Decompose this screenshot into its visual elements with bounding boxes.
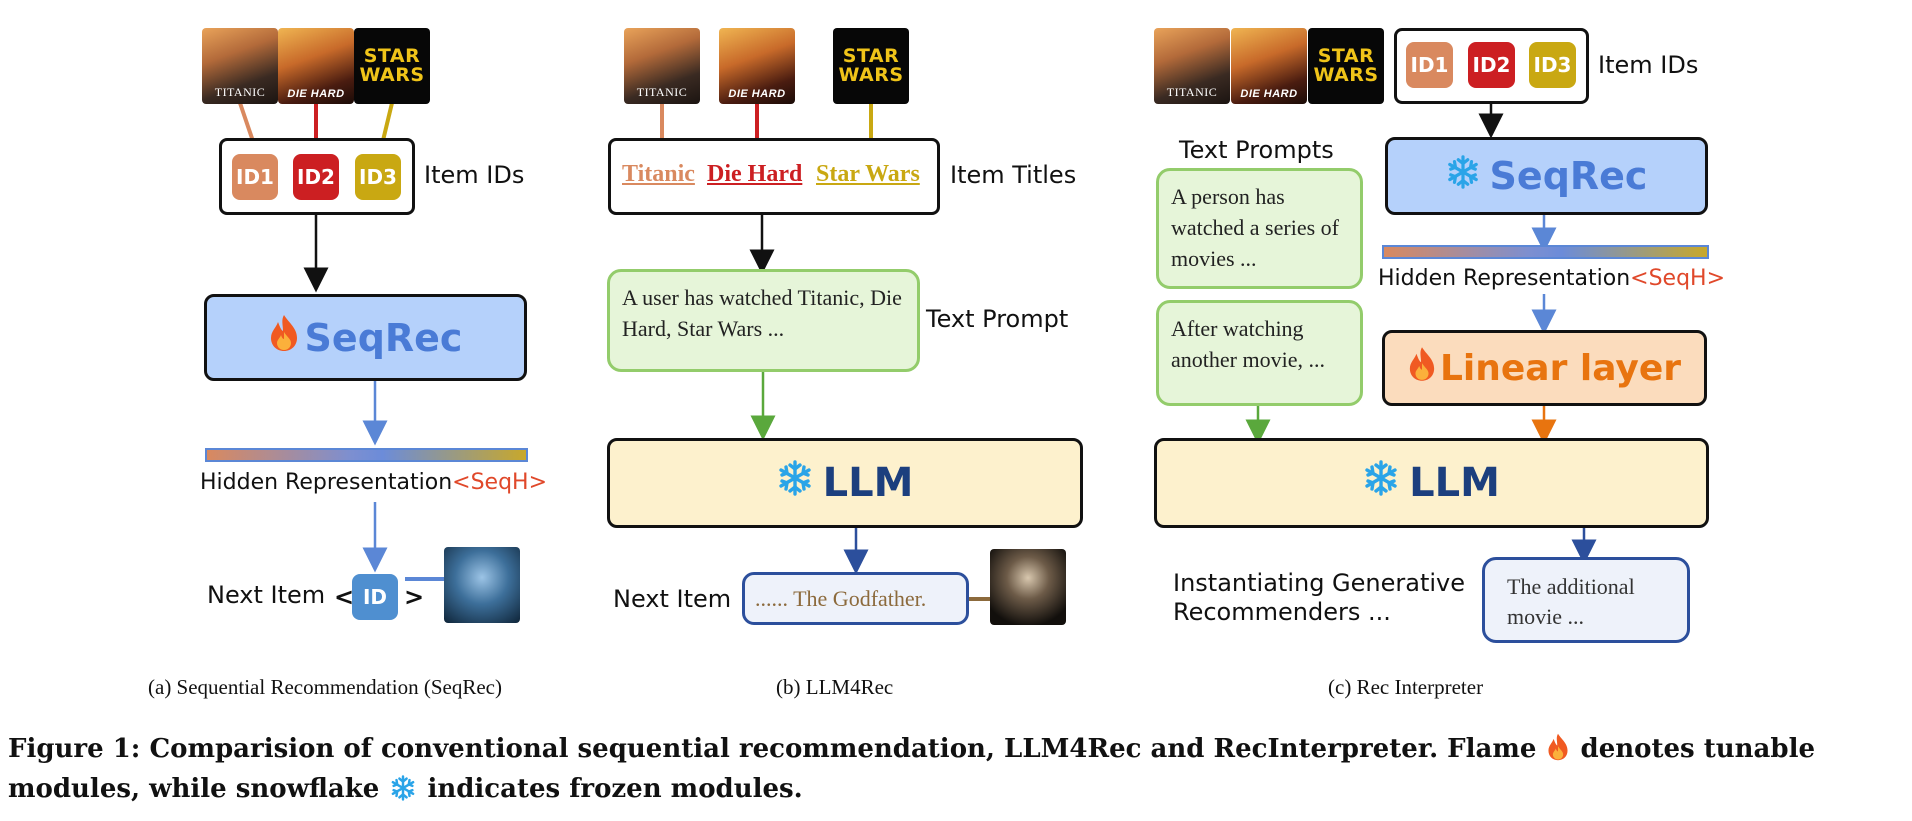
hidden-representation-label: Hidden Representation<SeqH> <box>1378 266 1725 291</box>
star-wars-poster-label: STAR WARS <box>838 45 904 86</box>
snowflake-icon <box>777 460 813 506</box>
lt-bracket: < <box>334 583 355 611</box>
seqrec-module: SeqRec <box>1385 137 1708 215</box>
die-hard-poster: DIE HARD <box>1231 28 1307 104</box>
snowflake-icon <box>390 775 416 808</box>
llm-label: LLM <box>822 460 914 506</box>
seqh-tag: <SeqH> <box>1630 266 1726 291</box>
star-wars-poster-label: STAR WARS <box>359 45 425 86</box>
id3-chip: ID3 <box>355 154 401 200</box>
next-movie-poster <box>444 547 520 623</box>
titanic-poster-label: TITANIC <box>636 85 688 99</box>
next-item-value: ...... The Godfather. <box>755 585 927 611</box>
next-id-label: ID <box>362 585 388 609</box>
titanic-poster: TITANIC <box>1154 28 1230 104</box>
hidden-representation-label: Hidden Representation<SeqH> <box>200 470 547 495</box>
seqrec-label: SeqRec <box>1489 154 1648 198</box>
id1-chip: ID1 <box>1406 42 1453 88</box>
llm-module: LLM <box>607 438 1083 528</box>
output-box: The additional movie ... <box>1482 557 1690 643</box>
seqh-tag: <SeqH> <box>452 470 548 495</box>
titanic-poster-label: TITANIC <box>214 85 266 99</box>
title-star-wars: Star Wars <box>816 161 920 187</box>
text-prompt-label: Text Prompt <box>926 305 1069 333</box>
figure-caption-text-1a: Figure 1: Comparision of conventional se… <box>8 734 1537 764</box>
figure-caption-line-2: modules, while snowflake indicates froze… <box>8 774 803 808</box>
id2-chip: ID2 <box>293 154 339 200</box>
text-prompt-box: A user has watched Titanic, Die Hard, St… <box>607 269 920 372</box>
hidden-representation-bar <box>1382 245 1709 259</box>
hidden-representation-bar <box>205 448 528 462</box>
next-item-label: Next Item <box>207 581 326 609</box>
text-prompt-2: After watching another movie, ... <box>1156 300 1363 406</box>
item-titles-box <box>608 138 940 215</box>
caption-a: (a) Sequential Recommendation (SeqRec) <box>148 675 502 699</box>
snowflake-icon <box>1363 460 1399 506</box>
seqrec-module: SeqRec <box>204 294 527 381</box>
die-hard-poster-label: DIE HARD <box>728 88 786 100</box>
titanic-poster: TITANIC <box>624 28 700 104</box>
id1-label: ID1 <box>1410 53 1449 77</box>
star-wars-poster: STAR WARS <box>354 28 430 104</box>
text-prompts-label: Text Prompts <box>1179 136 1334 164</box>
die-hard-poster: DIE HARD <box>719 28 795 104</box>
item-titles-label: Item Titles <box>950 161 1077 189</box>
die-hard-poster: DIE HARD <box>278 28 354 104</box>
linear-layer-module: Linear layer <box>1382 330 1707 406</box>
item-ids-label: Item IDs <box>1598 51 1699 79</box>
godfather-poster <box>990 549 1066 625</box>
figure-caption-text-2a: modules, while snowflake <box>8 774 380 804</box>
id1-chip: ID1 <box>232 154 278 200</box>
seqrec-label: SeqRec <box>304 315 463 360</box>
snowflake-icon <box>1446 154 1480 198</box>
linear-layer-label: Linear layer <box>1439 347 1682 389</box>
id3-label: ID3 <box>359 165 397 189</box>
star-wars-poster: STAR WARS <box>833 28 909 104</box>
id3-label: ID3 <box>1533 53 1572 77</box>
id2-label: ID2 <box>297 165 335 189</box>
id3-chip: ID3 <box>1529 42 1576 88</box>
titanic-poster-label: TITANIC <box>1166 85 1218 99</box>
die-hard-poster-label: DIE HARD <box>287 88 345 100</box>
llm-label: LLM <box>1409 460 1500 506</box>
titanic-poster: TITANIC <box>202 28 278 104</box>
title-titanic: Titanic <box>622 161 695 187</box>
caption-b: (b) LLM4Rec <box>776 675 894 699</box>
star-wars-poster-label: STAR WARS <box>1313 45 1379 86</box>
gt-bracket: > <box>404 583 425 611</box>
flame-icon <box>1408 346 1436 391</box>
item-ids-label: Item IDs <box>424 161 525 189</box>
id1-label: ID1 <box>236 165 274 189</box>
die-hard-poster-label: DIE HARD <box>1240 88 1298 100</box>
figure-caption-text-1b: denotes tunable <box>1580 734 1816 764</box>
next-item-output: ...... The Godfather. <box>742 572 969 625</box>
hidden-representation-text: Hidden Representation <box>1378 266 1631 291</box>
text-prompt-1: A person has watched a series of movies … <box>1156 168 1363 289</box>
flame-icon <box>269 314 299 361</box>
llm-module: LLM <box>1154 438 1709 528</box>
hidden-representation-text: Hidden Representation <box>200 470 453 495</box>
figure-caption-text-2b: indicates frozen modules. <box>427 774 803 804</box>
flame-icon <box>1547 733 1569 768</box>
title-die-hard: Die Hard <box>707 161 803 187</box>
star-wars-poster: STAR WARS <box>1308 28 1384 104</box>
id2-label: ID2 <box>1472 53 1511 77</box>
figure-caption-line-1: Figure 1: Comparision of conventional se… <box>8 733 1815 768</box>
next-id-chip: ID <box>352 574 398 620</box>
next-item-label: Next Item <box>613 585 732 613</box>
instantiating-label: Instantiating Generative Recommenders ..… <box>1173 569 1466 626</box>
id2-chip: ID2 <box>1468 42 1515 88</box>
caption-c: (c) Rec Interpreter <box>1328 675 1484 699</box>
